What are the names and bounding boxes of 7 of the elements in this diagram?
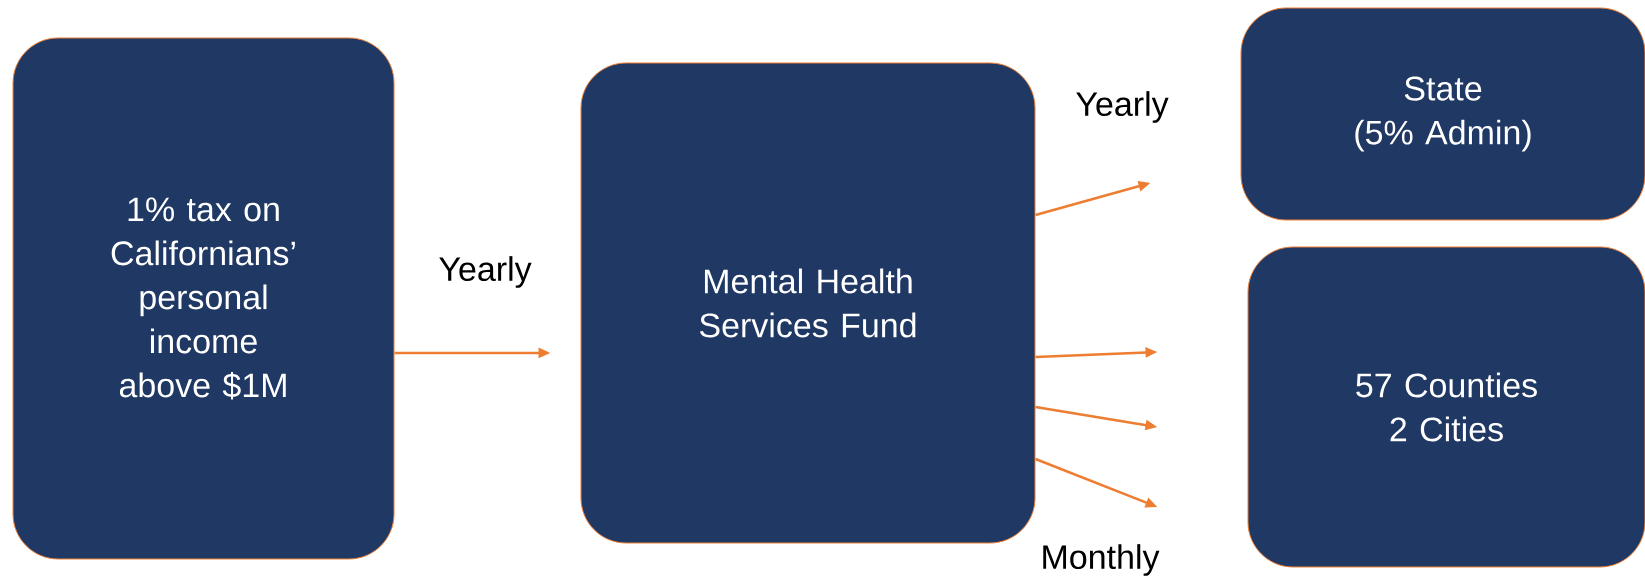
edge-label: Yearly bbox=[436, 254, 534, 290]
rounded-box: 57 Counties 2 Cities bbox=[1247, 246, 1645, 568]
rounded-box: State (5% Admin) bbox=[1240, 7, 1645, 221]
rounded-box: 1% tax on Californians’ personal income above $1M bbox=[12, 37, 395, 560]
edge-label: Monthly bbox=[1038, 542, 1162, 578]
edge-label: Yearly bbox=[1073, 89, 1171, 125]
rounded-box: Mental Health Services Fund bbox=[580, 62, 1036, 544]
